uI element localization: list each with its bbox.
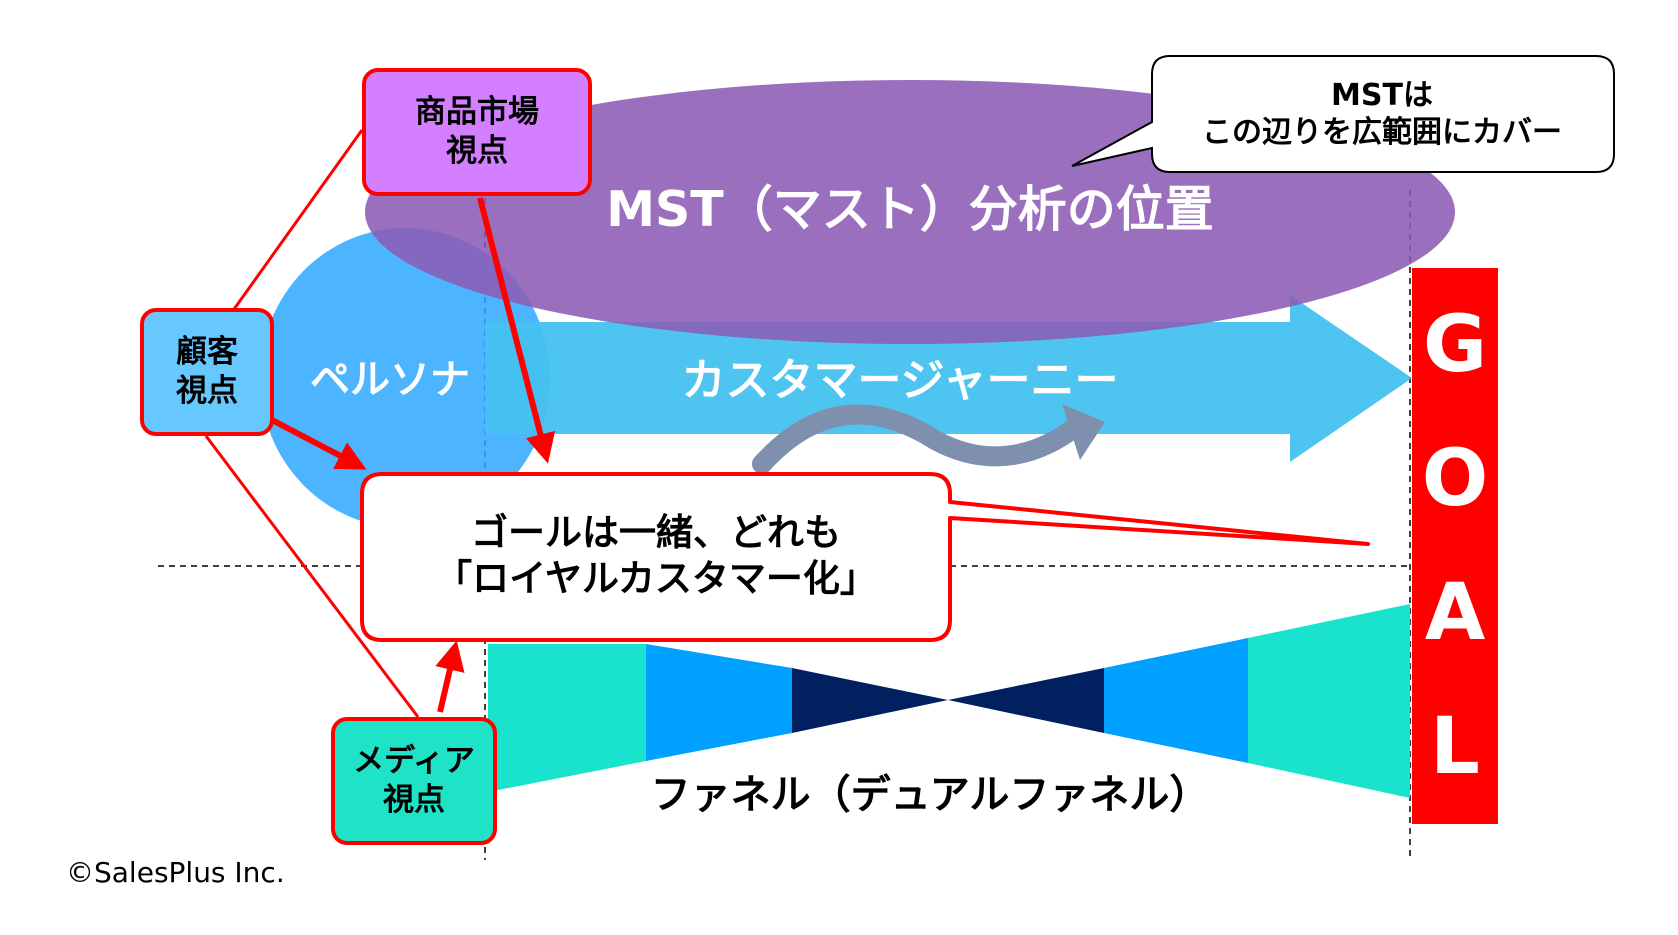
mst-speech-text: MSTは この辺りを広範囲にカバー (1202, 77, 1562, 151)
funnel-right-outer (1248, 604, 1410, 798)
arrow-media-to-callout (435, 640, 465, 713)
arrow-product-to-callout (477, 197, 556, 464)
goal-bar (1412, 268, 1498, 824)
customer-journey-arrow (485, 295, 1412, 462)
product-market-view-box: 商品市場 視点 (362, 68, 592, 196)
connector-customer-to-media (204, 435, 420, 718)
mst-speech-bubble (1071, 55, 1615, 173)
funnel-right-middle (1104, 638, 1248, 763)
curved-arrow-icon (752, 404, 1088, 474)
funnel-label: ファネル（デュアルファネル） (650, 772, 1210, 818)
customer-view-box: 顧客 視点 (140, 308, 274, 436)
funnel-left-middle (646, 644, 792, 761)
curved-arrow-head (1062, 404, 1105, 460)
persona-label: ペルソナ (310, 357, 470, 403)
goal-callout-bubble (360, 472, 1370, 642)
media-view-box: メディア 視点 (331, 717, 497, 845)
connector-customer-to-product (230, 129, 364, 313)
dual-funnel (488, 604, 1410, 798)
arrow-customer-to-callout (270, 417, 367, 470)
customer-journey-label: カスタマージャーニー (681, 354, 1119, 406)
mst-title: MST（マスト）分析の位置 (606, 181, 1214, 239)
copyright-notice: ©SalesPlus Inc. (66, 855, 285, 889)
goal-callout-text: ゴールは一緒、どれも 「ロイヤルカスタマー化」 (435, 510, 877, 600)
goal-label: G O A L (1421, 299, 1489, 793)
funnel-left-inner (792, 668, 948, 733)
funnel-left-outer (488, 644, 646, 792)
funnel-right-inner (948, 668, 1104, 733)
